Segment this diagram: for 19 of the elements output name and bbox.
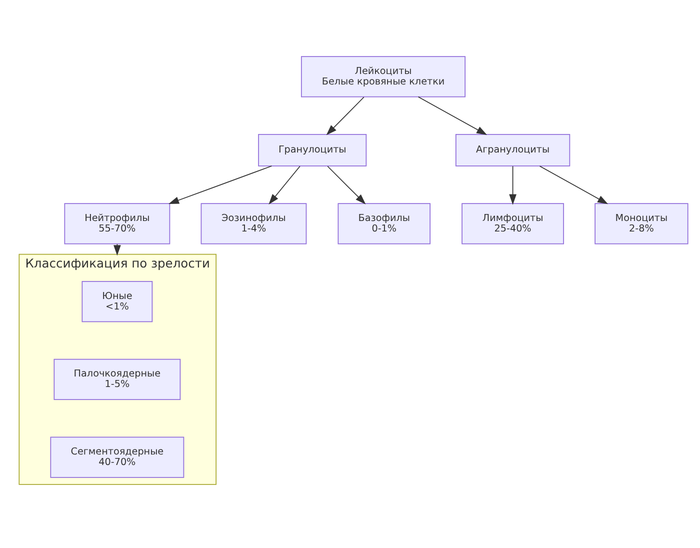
arrow bbox=[539, 166, 608, 204]
arrow bbox=[268, 166, 300, 205]
node-box: Нейтрофилы 55-70% bbox=[64, 203, 170, 244]
arrow bbox=[418, 96, 488, 136]
arrow bbox=[509, 166, 516, 205]
arrow bbox=[326, 96, 364, 136]
node-box: Лейкоциты Белые кровяные клетки bbox=[300, 56, 466, 98]
node-box: Лимфоциты 25-40% bbox=[462, 203, 564, 244]
node-box: Гранулоциты bbox=[258, 134, 367, 166]
node-box: Агранулоциты bbox=[455, 134, 570, 166]
arrow bbox=[168, 166, 272, 204]
node-box: Эозинофилы 1-4% bbox=[200, 203, 307, 244]
arrow bbox=[327, 166, 366, 204]
node-box: Моноциты 2-8% bbox=[594, 203, 688, 244]
node-box: Базофилы 0-1% bbox=[338, 203, 431, 244]
node-box: Палочкоядерные 1-5% bbox=[54, 358, 181, 400]
arrow bbox=[114, 244, 121, 256]
node-box: Сегментоядерные 40-70% bbox=[50, 436, 184, 478]
node-box: Юные <1% bbox=[82, 281, 153, 322]
